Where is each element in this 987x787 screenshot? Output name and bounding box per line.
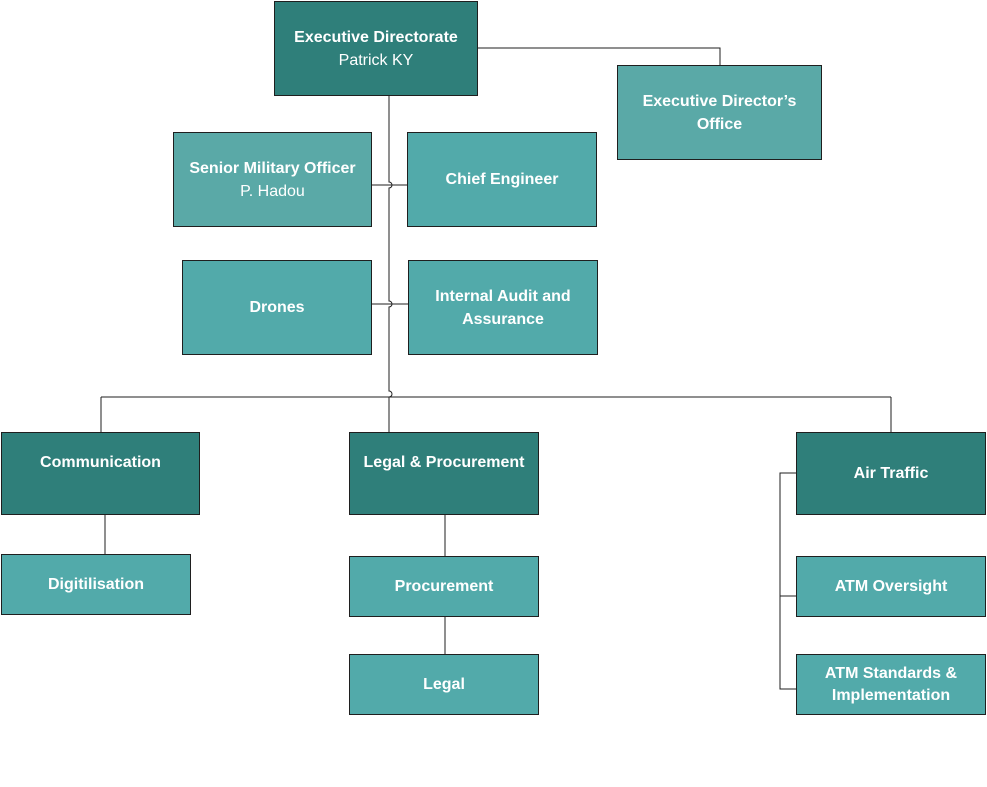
executive-directors-office-box: Executive Director’s Office bbox=[617, 65, 822, 160]
procurement-box: Procurement bbox=[349, 556, 539, 617]
unit-title: ATM Standards & Implementation bbox=[824, 664, 958, 704]
executive-directorate-box: Executive Directorate Patrick KY bbox=[274, 1, 478, 96]
unit-title: Communication bbox=[40, 454, 161, 471]
edoffice-link bbox=[477, 47, 721, 65]
unit-title: Executive Directorate bbox=[294, 28, 458, 46]
unit-title: Senior Military Officer bbox=[189, 159, 356, 177]
unit-title: Digitilisation bbox=[48, 576, 144, 593]
unit-head: Patrick KY bbox=[338, 51, 414, 69]
chief-engineer-box: Chief Engineer bbox=[407, 132, 597, 227]
communication-box: Communication bbox=[1, 432, 200, 515]
unit-title: Internal Audit and Assurance bbox=[435, 287, 571, 328]
unit-title: ATM Oversight bbox=[834, 578, 948, 595]
unit-title: Legal & Procurement bbox=[363, 454, 525, 471]
internal-audit-box: Internal Audit and Assurance bbox=[408, 260, 598, 355]
unit-head: P. Hadou bbox=[240, 182, 305, 200]
digitilisation-box: Digitilisation bbox=[1, 554, 191, 615]
air-traffic-box: Air Traffic bbox=[796, 432, 986, 515]
drones-box: Drones bbox=[182, 260, 372, 355]
legal-box: Legal bbox=[349, 654, 539, 715]
air-bracket bbox=[779, 472, 797, 690]
legal-procurement-box: Legal & Procurement bbox=[349, 432, 539, 515]
atm-standards-box: ATM Standards & Implementation bbox=[796, 654, 986, 715]
unit-title: Air Traffic bbox=[853, 465, 929, 482]
spine-line bbox=[388, 96, 393, 398]
unit-title: Drones bbox=[249, 299, 305, 316]
atm-oversight-box: ATM Oversight bbox=[796, 556, 986, 617]
unit-title: Procurement bbox=[394, 578, 494, 595]
unit-title: Chief Engineer bbox=[445, 171, 559, 188]
senior-military-officer-box: Senior Military Officer P. Hadou bbox=[173, 132, 372, 227]
unit-title: Legal bbox=[423, 676, 465, 693]
unit-title: Executive Director’s Office bbox=[642, 92, 797, 133]
